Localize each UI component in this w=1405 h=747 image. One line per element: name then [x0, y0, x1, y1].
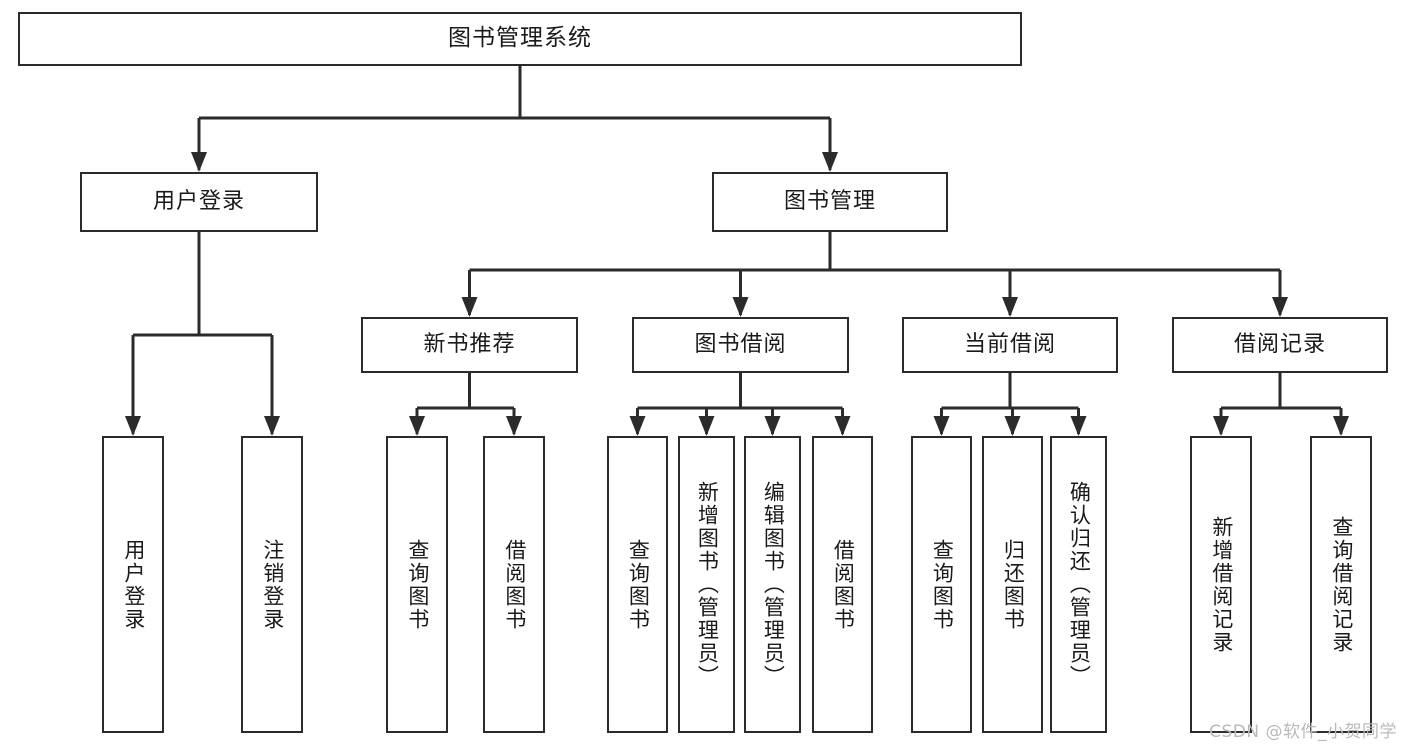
node-label: 用户登录 — [152, 188, 245, 214]
node-current[interactable]: 当前借阅 — [902, 317, 1118, 373]
node-label: 借阅记录 — [1233, 331, 1326, 357]
node-label: 查询借阅记录 — [1329, 515, 1354, 654]
node-label: 图书管理 — [783, 188, 876, 214]
node-label: 注销登录 — [260, 538, 285, 631]
node-bookmgmt[interactable]: 图书管理 — [712, 172, 948, 232]
node-label: 查询图书 — [930, 538, 955, 631]
node-l-addrec[interactable]: 新增借阅记录 — [1190, 436, 1252, 733]
node-l-b1[interactable]: 借阅图书 — [483, 436, 545, 733]
node-l-login[interactable]: 用户登录 — [102, 436, 164, 733]
node-records[interactable]: 借阅记录 — [1172, 317, 1388, 373]
node-l-logout[interactable]: 注销登录 — [241, 436, 303, 733]
node-borrow[interactable]: 图书借阅 — [632, 317, 849, 373]
node-l-add[interactable]: 新增图书（管理员） — [678, 436, 735, 733]
node-root[interactable]: 图书管理系统 — [18, 12, 1022, 66]
node-l-edit[interactable]: 编辑图书（管理员） — [744, 436, 801, 733]
node-l-q1[interactable]: 查询图书 — [386, 436, 448, 733]
node-label: 查询图书 — [626, 538, 651, 631]
node-label: 用户登录 — [121, 538, 146, 631]
node-label: 归还图书 — [1001, 538, 1026, 631]
node-l-b2[interactable]: 借阅图书 — [812, 436, 873, 733]
node-label: 新增图书（管理员） — [695, 481, 720, 688]
node-label: 新增借阅记录 — [1209, 515, 1234, 654]
node-label: 当前借阅 — [963, 331, 1056, 357]
node-label: 确认归还（管理员） — [1067, 481, 1092, 688]
node-l-confirm[interactable]: 确认归还（管理员） — [1050, 436, 1107, 733]
node-l-q2[interactable]: 查询图书 — [607, 436, 668, 733]
node-label: 新书推荐 — [423, 331, 516, 357]
node-label: 图书借阅 — [694, 331, 787, 357]
node-label: 图书管理系统 — [448, 25, 592, 52]
node-label: 编辑图书（管理员） — [761, 481, 786, 688]
node-l-return[interactable]: 归还图书 — [982, 436, 1043, 733]
node-label: 借阅图书 — [502, 538, 527, 631]
node-login[interactable]: 用户登录 — [80, 172, 318, 232]
node-label: 借阅图书 — [831, 538, 856, 631]
node-label: 查询图书 — [405, 538, 430, 631]
node-l-q3[interactable]: 查询图书 — [911, 436, 972, 733]
node-l-qrec[interactable]: 查询借阅记录 — [1310, 436, 1372, 733]
node-newbook[interactable]: 新书推荐 — [361, 317, 578, 373]
watermark: CSDN @软件_小贺同学 — [1209, 722, 1397, 742]
